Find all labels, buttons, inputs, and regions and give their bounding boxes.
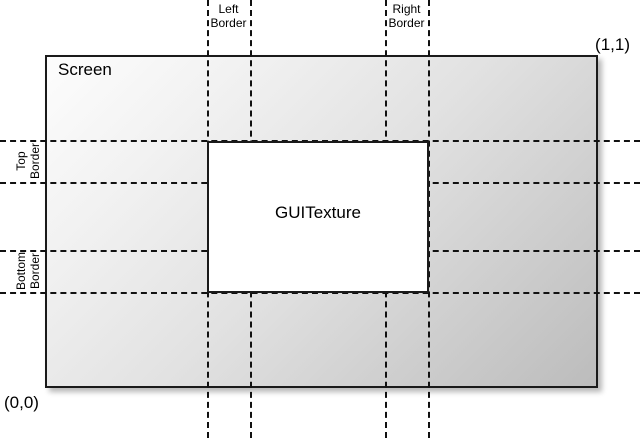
guitexture-label: GUITexture [275, 203, 361, 222]
top-border-label-second: Border [28, 140, 42, 182]
bottom-border-label: Bottom [14, 250, 28, 292]
coordinate-label-origin: (0,0) [4, 393, 39, 412]
top-border-label-line2: Border [28, 142, 42, 180]
guitexture-rectangle [207, 141, 429, 293]
bottom-border-label-line2: Border [28, 252, 42, 290]
bottom-border-label-second: Border [28, 250, 42, 292]
guide-line-right-border-outer [428, 0, 430, 438]
coordinate-label-max: (1,1) [595, 35, 630, 54]
left-border-label-line1: Left [218, 2, 239, 16]
right-border-label-line1: Right [392, 2, 421, 16]
guide-line-bottom-border-outer [0, 292, 640, 294]
screen-label: Screen [58, 60, 112, 79]
left-border-label-line2: Border [210, 16, 247, 30]
left-border-label: Left Border [207, 2, 250, 30]
right-border-label: Right Border [385, 2, 428, 30]
top-border-label-line1: Top [14, 151, 28, 171]
bottom-border-label-line1: Bottom [14, 252, 28, 291]
top-border-label: Top [14, 140, 28, 182]
right-border-label-line2: Border [388, 16, 425, 30]
